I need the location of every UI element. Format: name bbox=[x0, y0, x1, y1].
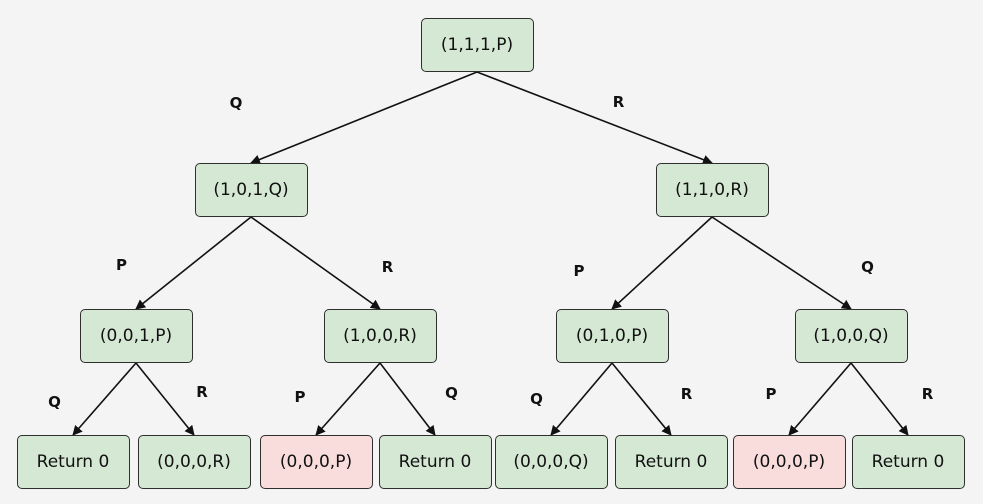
node-lr: (1,0,0,R) bbox=[323, 309, 437, 363]
node-rr: (1,0,0,Q) bbox=[794, 309, 908, 363]
node-leaf-7: (0,0,0,P) bbox=[732, 435, 846, 489]
node-leaf-8: Return 0 bbox=[851, 435, 965, 489]
node-leaf-5: (0,0,0,Q) bbox=[494, 435, 608, 489]
edge-l1-lr bbox=[250, 216, 381, 310]
edge-ll-leaf1 bbox=[72, 362, 137, 436]
node-l1: (1,0,1,Q) bbox=[194, 163, 308, 217]
node-r1: (1,1,0,R) bbox=[655, 163, 769, 217]
node-ll: (0,0,1,P) bbox=[79, 309, 193, 363]
edge-r1-rr bbox=[711, 216, 852, 310]
node-leaf-4: Return 0 bbox=[378, 435, 492, 489]
edge-label: Q bbox=[861, 258, 874, 276]
edge-label: R bbox=[612, 92, 625, 111]
edge-root-l1 bbox=[250, 71, 478, 165]
edge-label: Q bbox=[48, 393, 61, 411]
edge-label: R bbox=[680, 385, 693, 403]
edge-rl-leaf5 bbox=[550, 362, 613, 436]
edge-label: P bbox=[294, 388, 306, 406]
edge-label: Q bbox=[445, 384, 458, 402]
edge-rr-leaf8 bbox=[850, 362, 909, 436]
edge-root-r1 bbox=[476, 71, 713, 165]
edge-label: Q bbox=[530, 390, 543, 408]
node-leaf-2: (0,0,0,R) bbox=[137, 435, 251, 489]
edge-rl-leaf6 bbox=[611, 362, 672, 436]
edge-l1-ll bbox=[135, 216, 252, 310]
node-root: (1,1,1,P) bbox=[420, 18, 534, 72]
node-leaf-6: Return 0 bbox=[614, 435, 728, 489]
edge-rr-leaf7 bbox=[788, 362, 852, 436]
node-rl: (0,1,0,P) bbox=[555, 309, 669, 363]
node-leaf-1: Return 0 bbox=[16, 435, 130, 489]
edge-label: P bbox=[116, 256, 127, 274]
edge-lr-leaf4 bbox=[379, 362, 436, 436]
edge-label: P bbox=[573, 262, 585, 280]
edge-label: Q bbox=[229, 93, 243, 112]
edge-label: P bbox=[765, 385, 777, 403]
node-leaf-3: (0,0,0,P) bbox=[259, 435, 373, 489]
edge-label: R bbox=[196, 383, 208, 401]
edge-lr-leaf3 bbox=[315, 362, 381, 436]
edge-ll-leaf2 bbox=[135, 362, 195, 436]
edge-label: R bbox=[921, 385, 934, 403]
edge-r1-rl bbox=[611, 216, 713, 310]
edge-label: R bbox=[381, 258, 394, 276]
